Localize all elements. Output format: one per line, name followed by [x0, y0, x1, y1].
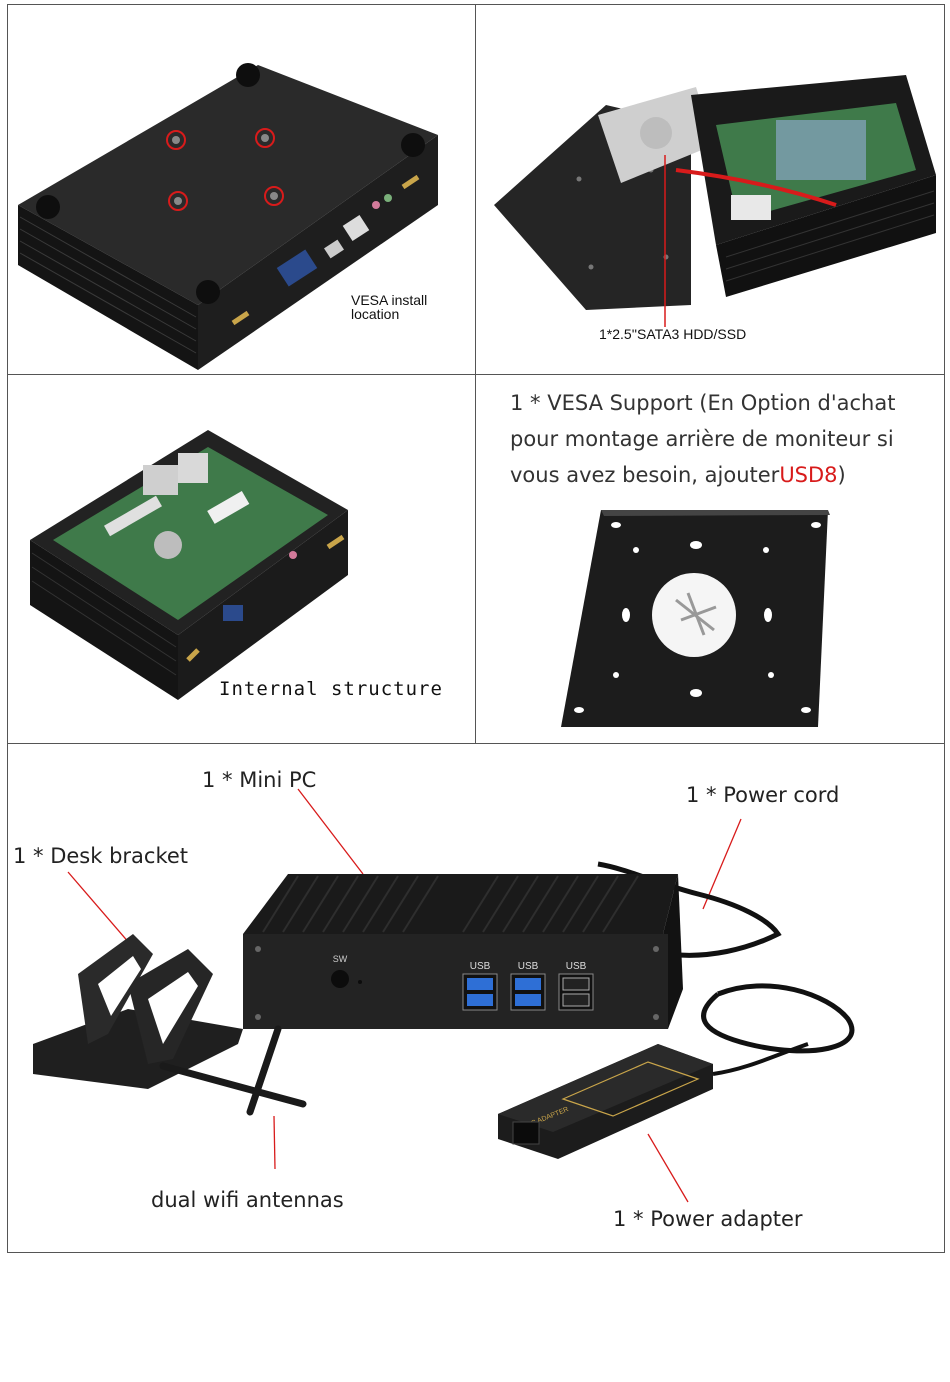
panel-package-contents: SW USB USB USB AC/DC ADAPTER 1 * Mini PC… — [7, 743, 945, 1253]
bottom-view-illustration — [18, 63, 438, 370]
panel-internal-structure: Internal structure — [7, 374, 476, 744]
panel-bottom-view: VESA install location — [7, 4, 476, 375]
power-cord-label: 1 * Power cord — [686, 783, 840, 807]
usb-ports — [462, 973, 594, 1011]
vesa-install-label-line2: location — [351, 306, 400, 322]
vesa-option-text-end: ) — [837, 463, 846, 487]
panel-vesa-option: 1 * VESA Support (En Option d'achat pour… — [475, 374, 945, 744]
product-image-grid: VESA install location — [7, 4, 945, 1253]
internal-structure-illustration — [30, 430, 348, 700]
panel-hdd-view: 1*2.5''SATA3 HDD/SSD — [475, 4, 945, 375]
vesa-option-price: USD8 — [779, 463, 838, 487]
power-adapter-label: 1 * Power adapter — [613, 1207, 803, 1231]
internal-structure-label: Internal structure — [219, 678, 443, 700]
usb-port-label-3: USB — [566, 961, 587, 972]
package-contents-illustration: SW USB USB USB AC/DC ADAPTER — [33, 788, 855, 1203]
usb-port-label-1: USB — [470, 961, 491, 972]
vesa-install-label-line1: VESA install — [351, 292, 428, 308]
wifi-antennas-label: dual wifi antennas — [151, 1188, 344, 1212]
vesa-plate-illustration — [561, 510, 830, 727]
vesa-screw-markers — [166, 128, 284, 211]
hdd-ssd-label: 1*2.5''SATA3 HDD/SSD — [599, 326, 747, 342]
mini-pc-label: 1 * Mini PC — [202, 768, 317, 792]
usb-port-label-2: USB — [518, 961, 539, 972]
hdd-view-illustration — [494, 75, 936, 327]
desk-bracket-label: 1 * Desk bracket — [13, 844, 189, 868]
sw-port-label: SW — [333, 954, 348, 964]
vesa-option-text: 1 * VESA Support (En Option d'achat pour… — [510, 391, 896, 487]
vesa-option-description: 1 * VESA Support (En Option d'achat pour… — [510, 385, 930, 493]
